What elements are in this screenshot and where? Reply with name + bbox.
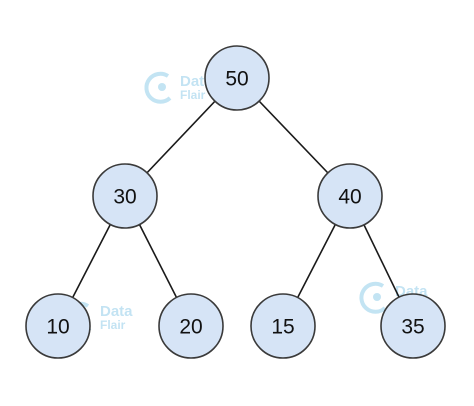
tree-nodes: 50 30 40 10 20 15 35 [25, 45, 446, 359]
node-circle [317, 163, 383, 229]
tree-node-30: 30 [92, 163, 158, 229]
node-circle [25, 293, 91, 359]
watermark-text: Data [100, 303, 133, 320]
node-circle [158, 293, 224, 359]
node-label: 15 [271, 316, 294, 339]
node-label: 30 [113, 186, 136, 209]
tree-node-50: 50 [204, 45, 270, 111]
node-circle [380, 293, 446, 359]
node-label: 10 [46, 316, 69, 339]
node-label: 35 [401, 316, 424, 339]
watermark-text: Flair [100, 318, 126, 332]
tree-node-10: 10 [25, 293, 91, 359]
node-circle [204, 45, 270, 111]
watermark-text: Flair [180, 88, 206, 102]
node-label: 20 [179, 316, 202, 339]
tree-node-35: 35 [380, 293, 446, 359]
tree-node-40: 40 [317, 163, 383, 229]
node-circle [92, 163, 158, 229]
node-circle [250, 293, 316, 359]
tree-node-20: 20 [158, 293, 224, 359]
node-label: 40 [338, 186, 361, 209]
node-label: 50 [225, 68, 248, 91]
tree-node-15: 15 [250, 293, 316, 359]
